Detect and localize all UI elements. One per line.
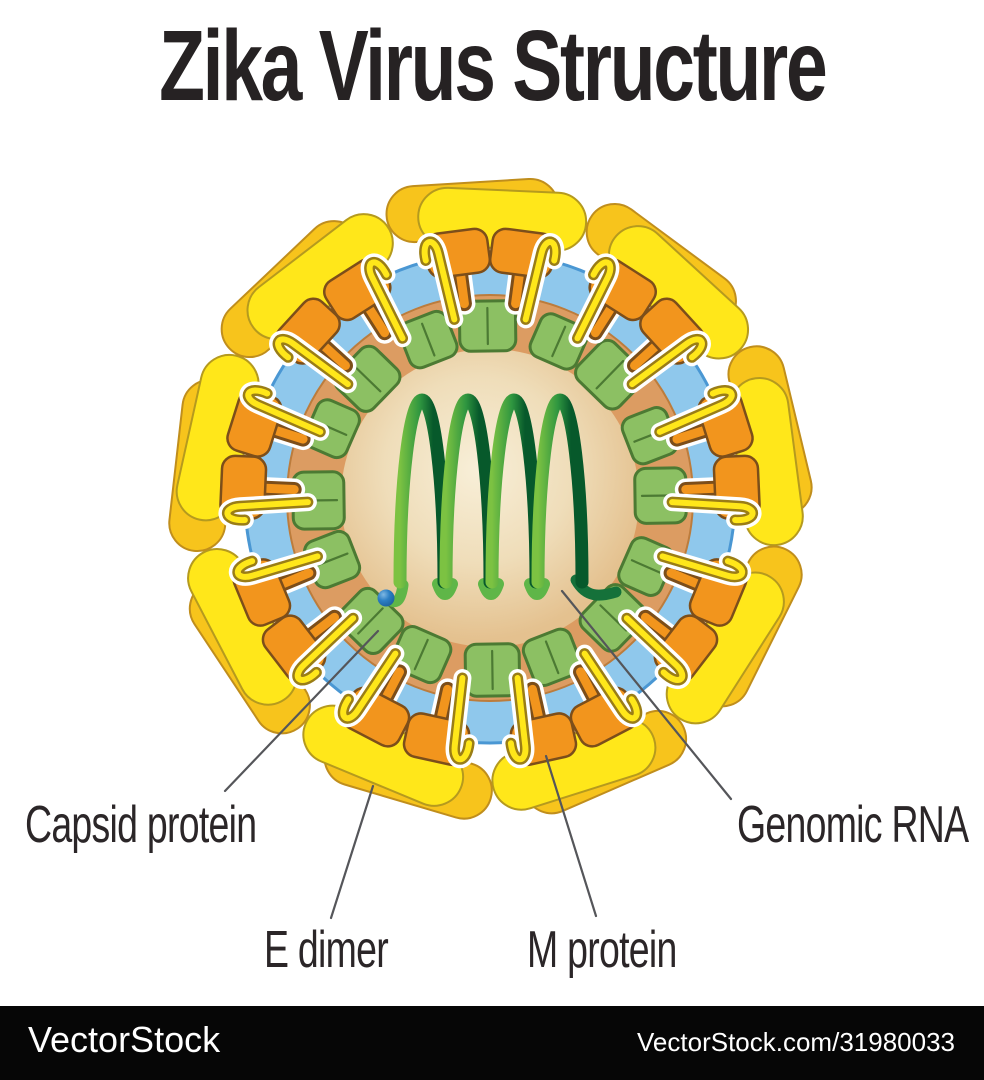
e-protein-stem-loop: [617, 609, 692, 689]
page-title-text: Zika Virus Structure: [158, 10, 828, 122]
m-protein: [569, 660, 639, 748]
e-protein-stem-loop: [445, 669, 479, 769]
envelope-cluster: [302, 644, 493, 820]
capsid-leader-line: [223, 629, 380, 793]
genomic-rna-coil: [377, 393, 622, 608]
label-capsid-protein: Capsid protein: [25, 796, 257, 854]
e-protein-stem-loop: [415, 233, 464, 329]
label-m-protein: M protein: [527, 921, 677, 979]
watermark-url: VectorStock.com/31980033: [637, 1027, 955, 1057]
e-protein-stem-loop: [568, 253, 620, 348]
page-title: Zika Virus Structure: [0, 16, 984, 116]
envelope-cluster: [491, 644, 688, 815]
envelope-cluster: [650, 345, 813, 547]
label-genomic-rna: Genomic RNA: [737, 796, 969, 854]
genomic-rna-leader-line: [560, 589, 733, 801]
envelope-cluster: [220, 213, 412, 394]
envelope-proteins: [168, 177, 813, 820]
e-protein-stem-loop: [575, 644, 646, 728]
envelope-cluster: [187, 547, 363, 735]
e-protein-stem-loop: [228, 547, 327, 586]
watermark-bar: VectorStock VectorStock.com/31980033: [0, 1006, 984, 1080]
label-e-dimer: E dimer: [264, 921, 389, 979]
e-protein-stem-loop: [288, 609, 363, 689]
e-protein-stem-loop: [623, 330, 711, 394]
e-protein-stem-loop: [663, 493, 762, 530]
envelope-cluster: [568, 202, 750, 394]
e-protein-stem-loop: [269, 330, 357, 394]
leader-lines: [223, 589, 733, 920]
e-protein-stem-loop: [334, 644, 405, 728]
e-protein-stem-loop: [516, 233, 565, 329]
rna-cap-dot: [377, 589, 395, 607]
e-protein-stem-loop: [653, 547, 752, 586]
envelope-cluster: [168, 353, 330, 553]
envelope-cluster: [385, 177, 588, 329]
e-protein-stem-loop: [501, 669, 535, 769]
e-protein-stem-loop: [360, 253, 412, 348]
e-protein-stem-loop: [650, 381, 741, 441]
e-protein-stem-loop: [239, 381, 330, 441]
watermark-logo: VectorStock: [28, 1019, 221, 1060]
e-protein-stem-loop: [218, 493, 317, 530]
m-protein-leader-line: [544, 754, 598, 918]
e-dimer-leader-line: [329, 784, 375, 920]
envelope-cluster: [617, 545, 803, 725]
